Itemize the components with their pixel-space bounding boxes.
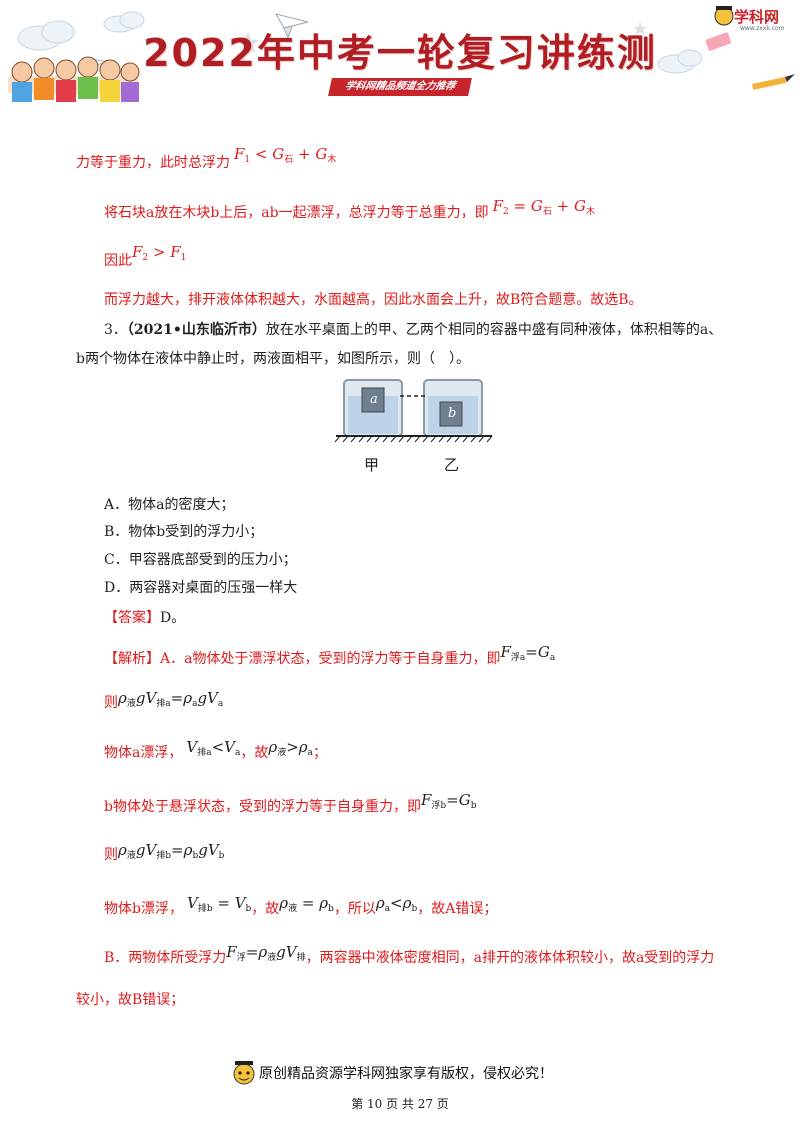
star-icon xyxy=(237,22,647,53)
math-f2-eq: F2 = G石 + G木 xyxy=(492,197,595,217)
banner-title: 2022年中考一轮复习讲练测 xyxy=(143,31,657,75)
label-a: a xyxy=(370,392,378,407)
page-header: 2022年中考一轮复习讲练测 学科网精品频道全力推荐 学科网 www.zxxk.… xyxy=(0,0,800,112)
text: 则 xyxy=(104,695,118,711)
option-c: C．甲容器底部受到的压力小； xyxy=(104,552,297,568)
option-d: D．两容器对桌面的压强一样大 xyxy=(104,580,298,596)
answer-label: 【答案】 xyxy=(104,610,160,626)
analysis-a1: 【解析】A．a物体处于漂浮状态，受到的浮力等于自身重力，即F浮a=Ga xyxy=(104,643,555,674)
question-3-line2: b两个物体在液体中静止时，两液面相平，如图所示，则（ ）。 xyxy=(76,351,470,367)
copyright-notice xyxy=(230,1057,570,1089)
text: 物体b漂浮， xyxy=(104,901,183,917)
text: 将石块a放在木块b上后，ab一起漂浮，总浮力等于总重力，即 xyxy=(104,205,489,221)
math-rho-gt: ρ液>ρa xyxy=(268,738,313,758)
block-a xyxy=(361,387,385,413)
math-vb-eq: V排b = Vb xyxy=(186,894,252,914)
children-illustration xyxy=(8,56,140,102)
question-3-line1: 3．（2021•山东临沂市）放在水平桌面上的甲、乙两个相同的容器中盛有同种液体，… xyxy=(104,320,722,340)
paper-plane-icon xyxy=(274,13,309,40)
option-a: A．物体a的密度大； xyxy=(104,497,235,513)
table-hatch xyxy=(334,435,493,443)
question-number: 3． xyxy=(104,322,127,338)
caption-right: 乙 xyxy=(444,456,460,474)
math-rho-b-eq2: ρ液 = ρb xyxy=(279,894,334,914)
text: ，故A错误； xyxy=(417,901,498,917)
analysis-b3: 物体b漂浮，V排b = Vb，故ρ液 = ρb，所以ρa<ρb，故A错误； xyxy=(104,894,498,924)
crayon-icon xyxy=(752,74,795,90)
text: b物体处于悬浮状态，受到的浮力等于自身重力，即 xyxy=(104,799,421,815)
math-f-rho-g-v: F浮=ρ液gV排 xyxy=(226,943,306,963)
containers-figure: a b 甲 乙 xyxy=(334,374,494,476)
text: 则 xyxy=(104,847,118,863)
question-source: （2021•山东临沂市） xyxy=(126,322,266,338)
eraser-icon xyxy=(705,32,732,51)
text: A．a物体处于漂浮状态，受到的浮力等于自身重力，即 xyxy=(160,651,501,667)
analysis-a3: 物体a漂浮，V排a<Va，故ρ液>ρa； xyxy=(104,738,327,768)
logo-text: 学科网 xyxy=(734,8,780,26)
analysis-c1: B．两物体所受浮力F浮=ρ液gV排，两容器中液体密度相同，a排开的液体体积较小，… xyxy=(104,943,715,973)
logo-icon xyxy=(714,6,734,26)
math-fb-eq-g: F浮b=Gb xyxy=(420,791,477,811)
text: ； xyxy=(313,745,327,761)
math-f-eq-g: F浮a=Ga xyxy=(500,643,556,663)
math-v-lt: V排a<Va xyxy=(186,738,241,758)
page-number: 第 10 页 共 27 页 xyxy=(351,1097,449,1111)
text: 物体a漂浮， xyxy=(104,745,183,761)
option-b: B．物体b受到的浮力小； xyxy=(104,524,264,540)
mascot-icon xyxy=(233,1061,255,1085)
text: ，所以 xyxy=(333,901,376,917)
math-f2-gt-f1: F2 > F1 xyxy=(132,243,187,263)
containers-diagram xyxy=(334,379,493,443)
logo-url: www.zxxk.com xyxy=(740,25,785,32)
math-rho-eq: ρ液gV排a=ρagVa xyxy=(118,689,224,709)
analysis-label: 【解析】 xyxy=(104,651,160,667)
text: 力等于重力，此时总浮力 xyxy=(76,155,230,171)
cloud-icon xyxy=(17,11,703,74)
answer-line: 【答案】D。 xyxy=(104,608,185,628)
analysis-b1: b物体处于悬浮状态，受到的浮力等于自身重力，即F浮b=Gb xyxy=(104,791,476,822)
line-conclusion: 而浮力越大，排开液体体积越大，水面越高，因此水面会上升，故B符合题意。故选B。 xyxy=(104,292,643,308)
text: ，两容器中液体密度相同，a排开的液体体积较小，故a受到的浮力 xyxy=(305,950,715,966)
text: ，故 xyxy=(251,901,280,917)
text: ，故 xyxy=(240,745,269,761)
label-b: b xyxy=(448,406,457,421)
math-rho-b-eq: ρ液gV排b=ρbgVb xyxy=(118,841,225,861)
text: B．两物体所受浮力 xyxy=(104,950,227,966)
header-decoration xyxy=(8,6,795,102)
analysis-c2: 较小，故B错误； xyxy=(76,992,185,1008)
analysis-a2: 则ρ液gV排a=ρagVa xyxy=(104,689,224,718)
math-f1-lt: F1 < G石 + G木 xyxy=(234,145,337,165)
banner-subtitle: 学科网精品频道全力推荐 xyxy=(328,78,472,96)
text: 因此 xyxy=(104,253,132,269)
question-text: 放在水平桌面上的甲、乙两个相同的容器中盛有同种液体，体积相等的a、 xyxy=(265,322,723,338)
math-rho-a-lt-b: ρa<ρb xyxy=(375,894,418,914)
block-b xyxy=(439,401,463,427)
caption-left: 甲 xyxy=(364,456,380,474)
answer-value: D。 xyxy=(160,610,186,626)
analysis-b2: 则ρ液gV排b=ρbgVb xyxy=(104,841,225,870)
copyright-text: 原创精品资源学科网独家享有版权，侵权必究！ xyxy=(259,1066,553,1082)
line-therefore: 因此F2 > F1 xyxy=(104,243,186,276)
